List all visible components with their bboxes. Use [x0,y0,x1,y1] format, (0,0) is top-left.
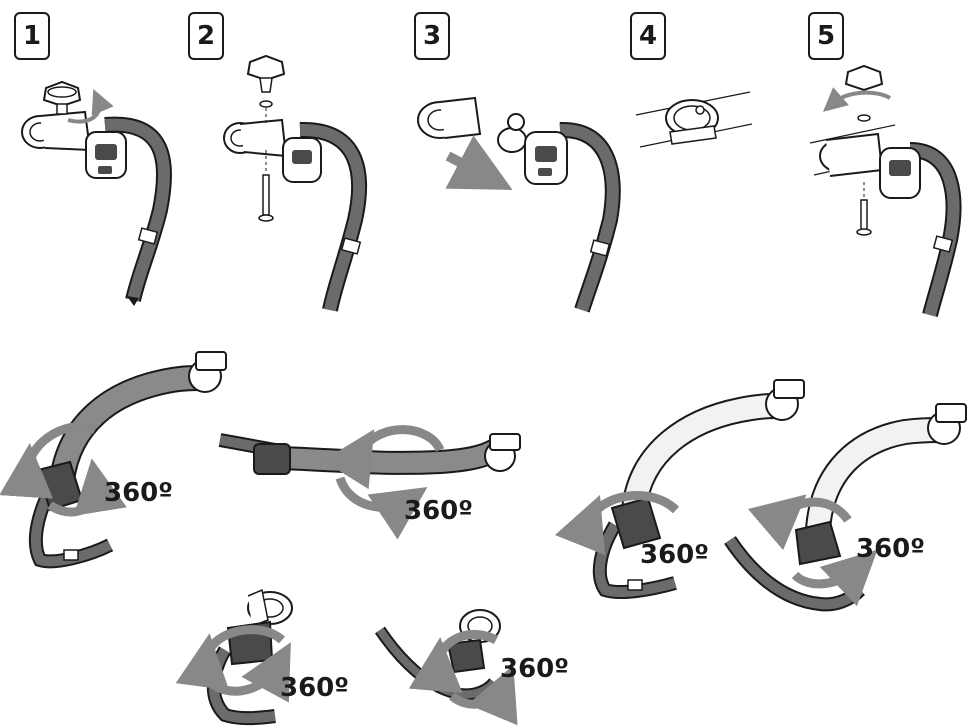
rotation-label: 360º [500,656,569,682]
mount-arm-light-2 [730,404,966,604]
knob-icon [44,82,80,114]
rotation-label: 360º [640,542,709,568]
rotation-label: 360º [404,498,473,524]
step-badge-5: 5 [808,12,844,60]
clamp-icon [22,112,90,150]
rotation-label: 360º [104,480,173,506]
rotation-label: 360º [856,536,925,562]
step-number: 4 [639,23,657,49]
step-3-illustration [418,98,613,310]
step-5-illustration [810,66,953,315]
step-number: 1 [23,23,41,49]
step-badge-3: 3 [414,12,450,60]
mount-compact-2 [380,610,503,704]
clamp-icon [418,98,480,138]
mount-arm-dark-2 [220,430,520,508]
step-4-illustration [636,92,752,147]
step-number: 5 [817,23,835,49]
step-badge-4: 4 [630,12,666,60]
washer-icon [260,101,272,107]
step-number: 3 [423,23,441,49]
step-number: 2 [197,23,215,49]
step-2-illustration [224,56,360,310]
step-badge-2: 2 [188,12,224,60]
rotation-label: 360º [280,675,349,701]
mount-arm-dark-1 [28,352,226,561]
step-1-illustration [22,82,164,306]
screw-icon [259,175,273,221]
slide-arrow-icon [448,156,486,176]
step-badge-1: 1 [14,12,50,60]
